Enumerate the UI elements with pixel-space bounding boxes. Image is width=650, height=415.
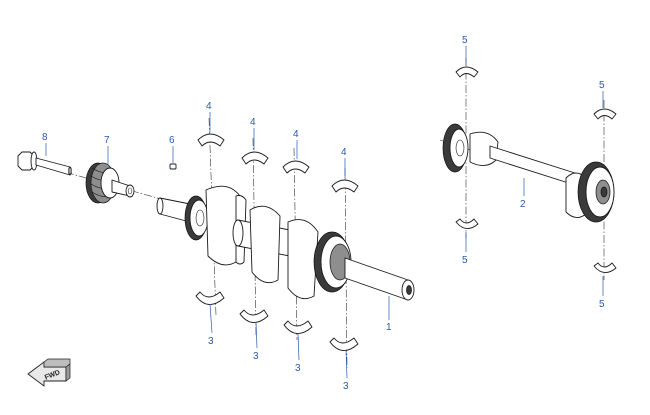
bolt-part-8 — [17, 151, 72, 176]
callout-3-first: 3 — [208, 336, 214, 347]
callout-5-first: 5 — [462, 35, 468, 46]
callout-4-fourth: 4 — [341, 147, 347, 158]
callout-5-fourth: 5 — [599, 299, 605, 310]
callout-4-second: 4 — [250, 117, 256, 128]
balancer-bearing-shells-part-5 — [455, 66, 617, 273]
key-part-6 — [169, 163, 177, 170]
upper-bearing-shells-part-4 — [197, 133, 359, 193]
crankshaft-part-1 — [156, 185, 415, 301]
callout-3-third: 3 — [295, 363, 301, 374]
callout-3-second: 3 — [253, 351, 259, 362]
forward-arrow-icon: FWD — [27, 358, 71, 387]
callout-8: 8 — [42, 132, 48, 143]
center-lines — [39, 58, 616, 369]
callout-5-third: 5 — [462, 255, 468, 266]
callout-6: 6 — [169, 135, 175, 146]
callout-4-third: 4 — [293, 129, 299, 140]
callout-5-second: 5 — [599, 80, 605, 91]
leader-lines — [45, 46, 604, 379]
callout-3-fourth: 3 — [343, 381, 349, 392]
callout-labels: 8 7 6 4 4 4 4 3 3 3 3 1 2 5 5 5 5 — [42, 35, 605, 392]
pulley-part-7 — [85, 162, 135, 204]
callout-4-first: 4 — [206, 101, 212, 112]
callout-2: 2 — [520, 199, 526, 210]
callout-7: 7 — [104, 135, 110, 146]
lower-bearing-shells-part-3 — [195, 291, 359, 351]
balancer-shaft-part-2 — [442, 123, 615, 223]
callout-1: 1 — [386, 322, 392, 333]
